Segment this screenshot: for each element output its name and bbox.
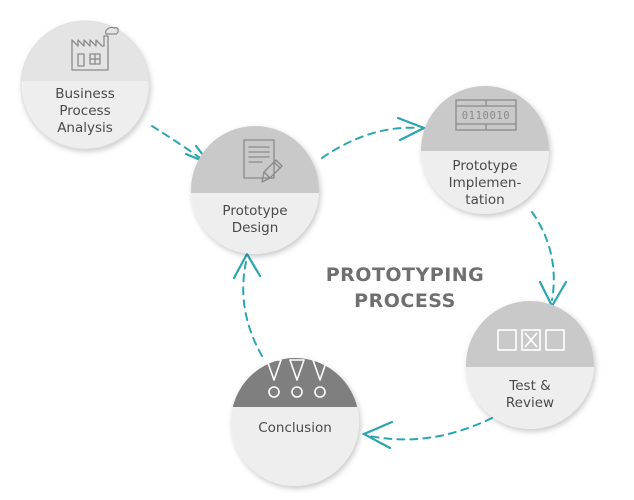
label-conclusion: Conclusion	[245, 420, 345, 437]
label-line: Review	[505, 395, 555, 411]
label-test-review: Test & Review	[480, 378, 580, 412]
label-line: Analysis	[57, 120, 113, 136]
arrow-implementation-to-review	[531, 211, 568, 309]
label-line: Prototype	[452, 158, 518, 174]
title-line-2: PROCESS	[354, 290, 456, 312]
label-line: Design	[231, 220, 279, 236]
label-line: Process	[59, 103, 111, 119]
label-prototype-implementation: Prototype Implemen- tation	[435, 158, 535, 209]
diagram-title: PROTOTYPING PROCESS	[300, 262, 510, 314]
arrow-design-to-implementation	[321, 116, 427, 159]
label-line: Test &	[509, 378, 551, 394]
exclamation-icon	[266, 359, 328, 398]
document-pen-icon	[243, 139, 283, 183]
label-business-process-analysis: Business Process Analysis	[35, 86, 135, 137]
arrow-review-to-conclusion	[361, 417, 493, 450]
binary-screen-icon: 0110010	[455, 99, 517, 131]
factory-icon	[71, 26, 119, 71]
label-prototype-design: Prototype Design	[205, 203, 305, 237]
label-line: Implemen-	[448, 175, 522, 191]
label-line: Prototype	[222, 203, 288, 219]
title-line-1: PROTOTYPING	[325, 264, 485, 286]
label-line: Business	[55, 86, 115, 102]
checkbox-icon	[497, 329, 565, 351]
binary-text: 0110010	[462, 110, 510, 122]
step-conclusion	[231, 358, 359, 486]
label-line: tation	[465, 192, 505, 208]
label-line: Conclusion	[258, 420, 332, 436]
arrow-conclusion-to-design	[232, 251, 263, 357]
